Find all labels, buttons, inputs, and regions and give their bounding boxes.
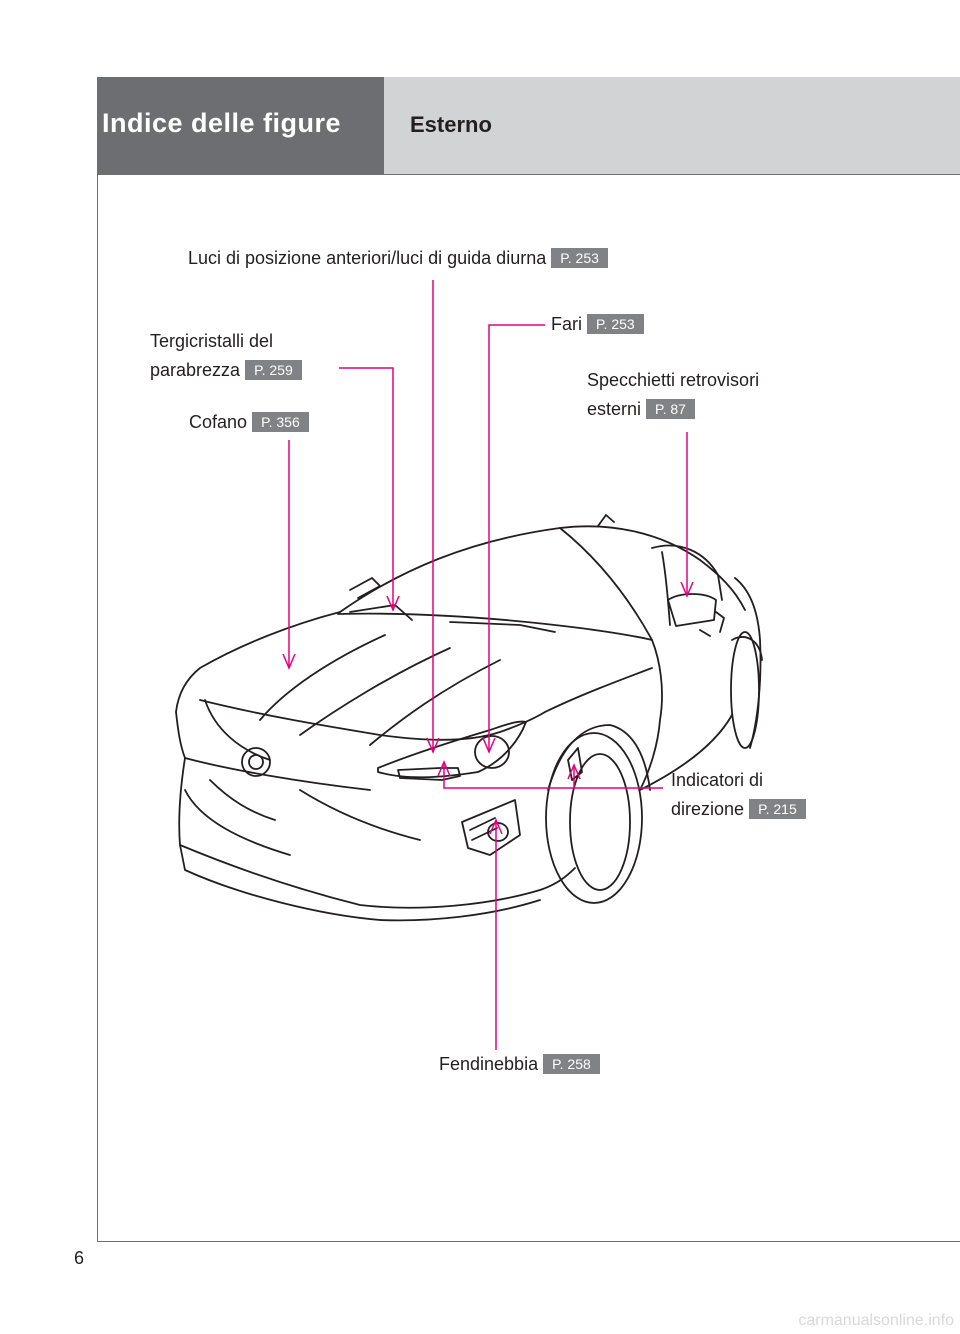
- callout-label-line1: Tergicristalli del: [150, 331, 274, 351]
- callout-label-line2: esterni: [587, 399, 642, 419]
- callout-label-line1: Specchietti retrovisori: [587, 370, 760, 390]
- callout-fendinebbia: Fendinebbia P. 258: [439, 1050, 600, 1079]
- callout-tergicristalli: Tergicristalli del parabrezza P. 259: [150, 327, 302, 385]
- section-header: [98, 77, 384, 174]
- section-title: Indice delle figure: [102, 108, 342, 138]
- page-number: 6: [74, 1248, 85, 1268]
- callout-indicatori: Indicatori di direzione P. 215: [671, 766, 806, 824]
- page-frame: [97, 77, 960, 1242]
- page-ref-badge[interactable]: P. 215: [749, 799, 806, 819]
- page-ref-badge[interactable]: P. 253: [551, 248, 608, 268]
- callout-label-line2: direzione: [671, 799, 745, 819]
- callout-luci-posizione: Luci di posizione anteriori/luci di guid…: [188, 244, 608, 273]
- header-divider: [98, 174, 960, 175]
- page-ref-badge[interactable]: P. 87: [646, 399, 695, 419]
- subsection-title: Esterno: [410, 112, 492, 137]
- callout-cofano: Cofano P. 356: [189, 408, 309, 437]
- callout-label-line2: parabrezza: [150, 360, 241, 380]
- page-ref-badge[interactable]: P. 356: [252, 412, 309, 432]
- car-drawing: [175, 514, 763, 922]
- callout-fari: Fari P. 253: [551, 310, 644, 339]
- page-ref-badge[interactable]: P. 253: [587, 314, 644, 334]
- callout-label: Fari: [551, 314, 582, 334]
- leader-lines: [282, 280, 694, 1050]
- callout-label: Cofano: [189, 412, 248, 432]
- page-ref-badge[interactable]: P. 258: [543, 1054, 600, 1074]
- subsection-header: [384, 77, 960, 174]
- page-ref-badge[interactable]: P. 259: [245, 360, 302, 380]
- callout-specchietti: Specchietti retrovisori esterni P. 87: [587, 366, 759, 424]
- watermark: carmanualsonline.info: [798, 1312, 954, 1329]
- callout-label: Luci di posizione anteriori/luci di guid…: [188, 248, 547, 268]
- callout-label-line1: Indicatori di: [671, 770, 764, 790]
- callout-label: Fendinebbia: [439, 1054, 539, 1074]
